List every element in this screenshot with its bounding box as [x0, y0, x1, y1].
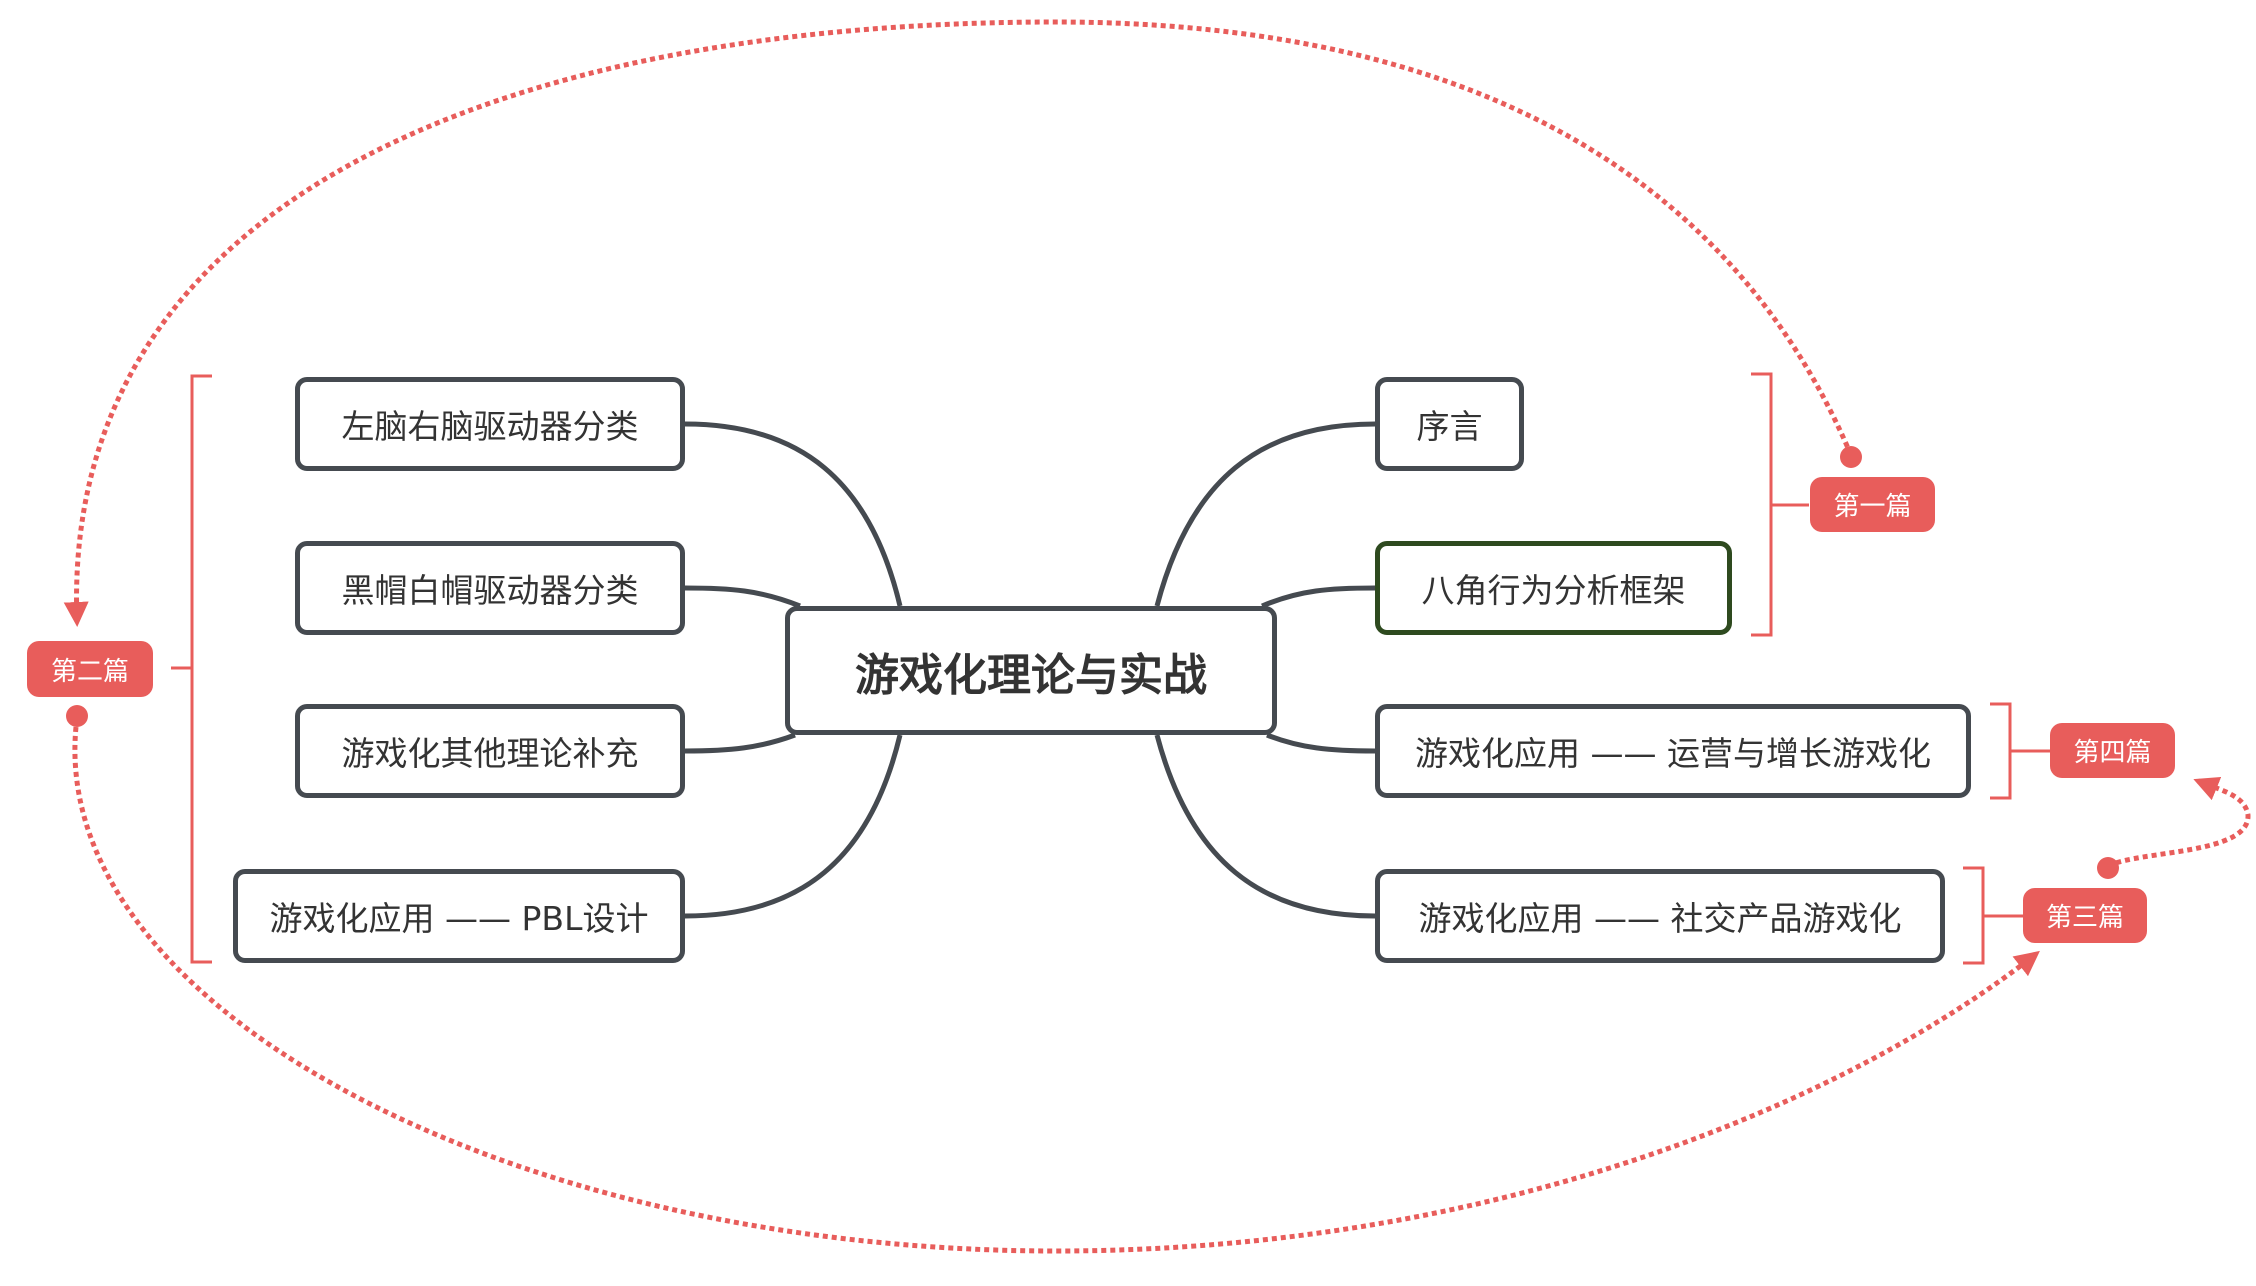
bracket-part4 — [1990, 702, 2050, 800]
relation-start-dot — [1840, 446, 1862, 468]
summary-label-part4[interactable]: 第四篇 — [2050, 723, 2175, 778]
relation-arrow-part1-to-part2 — [63, 19, 1854, 627]
branch-line — [684, 585, 801, 609]
topic-left-3[interactable]: 游戏化其他理论补充 — [295, 704, 685, 798]
branch-line — [1266, 732, 1376, 754]
relation-start-dot — [2097, 857, 2119, 879]
bracket-part2 — [171, 374, 212, 964]
relation-arrow-part2-to-part3 — [72, 717, 2040, 1254]
topic-right-2[interactable]: 八角行为分析框架 — [1375, 541, 1732, 635]
summary-label-part3[interactable]: 第三篇 — [2023, 888, 2147, 943]
central-topic[interactable]: 游戏化理论与实战 — [785, 606, 1277, 735]
topic-left-1[interactable]: 左脑右脑驱动器分类 — [295, 377, 685, 471]
topic-right-4[interactable]: 游戏化应用 —— 社交产品游戏化 — [1375, 869, 1945, 963]
branch-line — [1154, 421, 1376, 607]
topic-right-1[interactable]: 序言 — [1375, 377, 1524, 471]
summary-label-part1[interactable]: 第一篇 — [1810, 477, 1935, 532]
bracket-part3 — [1963, 866, 2023, 965]
branch-line — [684, 421, 903, 607]
relation-arrow-part3-to-part4 — [2106, 776, 2251, 869]
branch-line — [684, 734, 903, 919]
topic-left-2[interactable]: 黑帽白帽驱动器分类 — [295, 541, 685, 635]
branch-line — [684, 732, 796, 754]
branch-line — [1261, 585, 1376, 609]
summary-label-part2[interactable]: 第二篇 — [27, 641, 153, 697]
topic-left-4[interactable]: 游戏化应用 —— PBL设计 — [233, 869, 685, 963]
relation-start-dot — [66, 705, 88, 727]
branch-line — [1154, 734, 1376, 919]
bracket-part1 — [1751, 372, 1809, 637]
topic-right-3[interactable]: 游戏化应用 —— 运营与增长游戏化 — [1375, 704, 1971, 798]
